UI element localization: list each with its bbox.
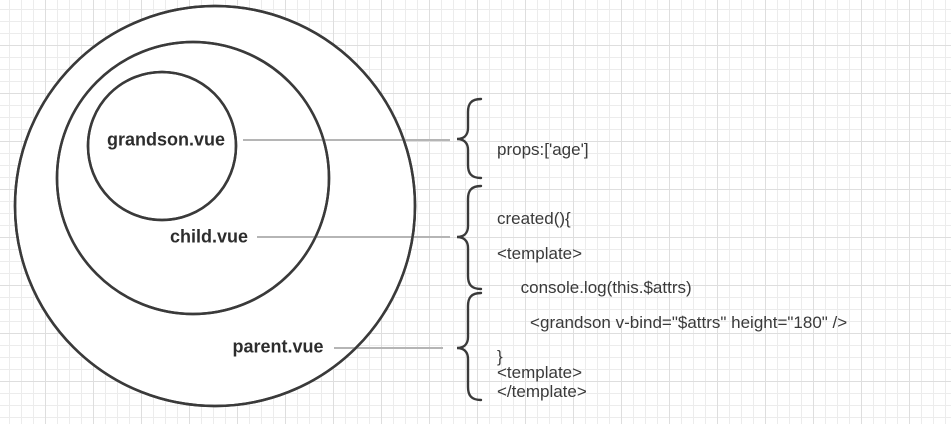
- parent-brace: [456, 291, 483, 402]
- code-line: </template>: [497, 382, 587, 401]
- code-line: <grandson v-bind="$attrs" height="180" /…: [497, 313, 848, 332]
- code-line: console.log(this.$attrs): [497, 278, 692, 297]
- child-brace: [456, 184, 483, 291]
- code-line: props:['age']: [497, 140, 589, 159]
- grandson-brace: [456, 97, 483, 180]
- code-line: <template>: [497, 244, 583, 263]
- grandson-circle-label: grandson.vue: [106, 129, 226, 150]
- code-line: created(){: [497, 209, 571, 228]
- parent-circle-outline: [13, 4, 417, 408]
- parent-circle-label: parent.vue: [232, 336, 324, 357]
- parent-code-block: <template> <child name="Joe" age="20" ge…: [497, 315, 878, 424]
- child-circle-outline: [55, 40, 331, 316]
- code-line: }: [497, 347, 503, 366]
- grandson-code-block: props:['age'] created(){ console.log(thi…: [497, 92, 692, 414]
- code-line: <template>: [497, 363, 583, 382]
- grandson-circle-outline: [86, 70, 238, 222]
- child-code-block: <template> <grandson v-bind="$attrs" hei…: [497, 196, 847, 424]
- child-circle-label: child.vue: [169, 226, 249, 247]
